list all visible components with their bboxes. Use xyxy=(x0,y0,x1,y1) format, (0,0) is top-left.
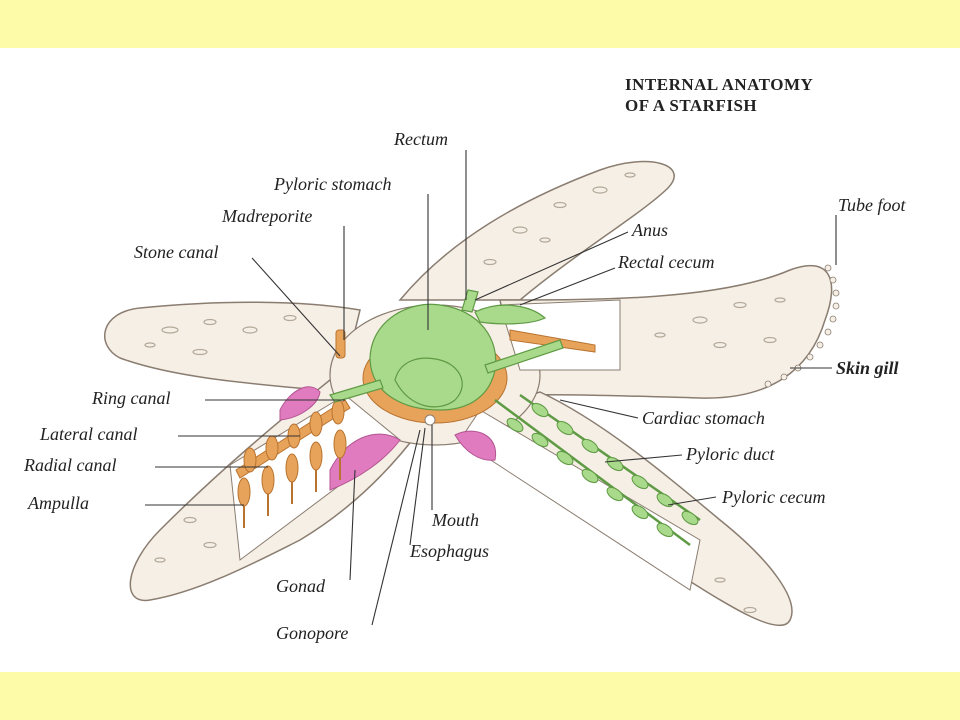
digestive-system xyxy=(329,289,564,411)
stone-canal-shape xyxy=(335,329,346,359)
bottom-band xyxy=(0,672,960,720)
label-stone-canal: Stone canal xyxy=(134,242,218,262)
labels: Rectum Pyloric stomach Madreporite Stone… xyxy=(23,129,907,643)
label-esophagus: Esophagus xyxy=(409,541,489,561)
label-ring-canal: Ring canal xyxy=(91,388,171,408)
label-skin-gill: Skin gill xyxy=(836,358,899,378)
radial-canal-right xyxy=(509,329,596,353)
label-mouth: Mouth xyxy=(431,510,479,530)
label-pyloric-duct: Pyloric duct xyxy=(685,444,775,464)
arm-upper-right xyxy=(398,160,675,301)
gonad-lower xyxy=(329,433,401,491)
skin-texture xyxy=(144,172,786,614)
gonad-lower-right xyxy=(454,430,497,461)
label-cardiac-stomach: Cardiac stomach xyxy=(642,408,765,428)
tube-feet-stalks xyxy=(243,458,341,528)
ampullae xyxy=(237,399,347,507)
label-ampulla: Ampulla xyxy=(27,493,89,513)
label-tube-foot: Tube foot xyxy=(838,195,907,215)
gonads xyxy=(279,386,497,491)
label-rectum: Rectum xyxy=(393,129,448,149)
mouth-opening xyxy=(424,414,436,426)
pyloric-duct-left xyxy=(329,379,384,403)
arm-left xyxy=(104,301,361,393)
top-band xyxy=(0,0,960,48)
label-pyloric-cecum: Pyloric cecum xyxy=(721,487,825,507)
label-gonopore: Gonopore xyxy=(276,623,348,643)
cardiac-stomach-shape xyxy=(394,357,463,408)
leader-lines xyxy=(145,150,837,626)
label-gonad: Gonad xyxy=(276,576,326,596)
title-line-1: INTERNAL ANATOMY xyxy=(625,75,813,94)
label-madreporite: Madreporite xyxy=(221,206,312,226)
label-radial-canal: Radial canal xyxy=(23,455,117,475)
tube-feet-fringe xyxy=(764,264,840,388)
pyloric-cecum-chain xyxy=(494,393,701,547)
label-lateral-canal: Lateral canal xyxy=(39,424,138,444)
label-anus: Anus xyxy=(631,220,668,240)
rectal-cecum-shape xyxy=(474,304,547,325)
gonad-left xyxy=(279,386,321,421)
label-pyloric-stomach: Pyloric stomach xyxy=(273,174,391,194)
title-line-2: OF A STARFISH xyxy=(625,96,757,115)
pyloric-duct-right xyxy=(484,339,564,374)
label-rectal-cecum: Rectal cecum xyxy=(617,252,714,272)
